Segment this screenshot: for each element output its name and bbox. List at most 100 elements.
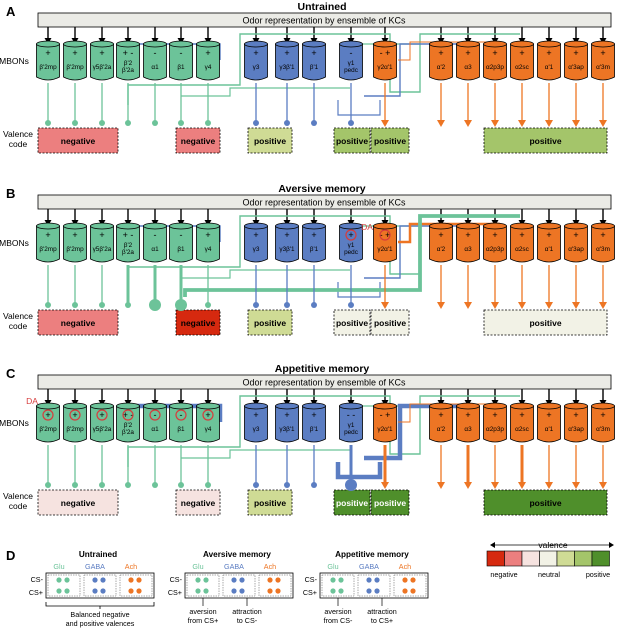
mbon-13: +α3 [456,40,480,81]
mbon-sign: + [348,230,353,240]
valence-label: code [9,501,28,511]
summary-dot [338,577,344,583]
mbon-cylinder [196,405,220,443]
summary-column: Ach [399,562,411,571]
mbon-top [169,40,193,48]
mbon-name: γ3 [253,426,260,433]
mbon-cylinder [116,405,140,443]
mbon-name: pedc [344,249,359,256]
mbon-cylinder [116,43,140,81]
legend-tick: negative [490,570,517,579]
ach-connection [398,41,500,61]
mbon-top [116,40,140,48]
legend-swatch [504,550,523,567]
mbon-12: +α'2 [429,402,453,443]
dopamine-input-ring [42,409,54,421]
mbon-cylinder [591,43,615,81]
mbon-15: +α2sc [510,402,534,443]
mbon-cylinder [483,225,507,263]
mbon-name: α'3m [596,426,610,433]
mbon-top [169,222,193,230]
mbon-11: - +γ2α'1 [373,222,397,263]
mbon-cylinder [196,225,220,263]
mbon-name: γ2α'1 [377,426,393,433]
glu-terminal [205,120,211,126]
mbon-sign: + [600,410,605,420]
summary-dot [410,577,416,583]
mbon-top [302,222,326,230]
mbon-15: +α2sc [510,222,534,263]
mbon-name: α3 [464,64,472,71]
mbon-top [537,222,561,230]
mbon-0: +β'2mp [36,402,60,443]
mbon-top [143,40,167,48]
glu-terminal [72,302,78,308]
ach-arrowhead [599,302,607,309]
mbon-top [275,402,299,410]
mbon-name: α'2 [437,246,446,253]
kc-box [37,194,612,210]
mbon-12: +α'2 [429,40,453,81]
mbon-6: + γ4 [196,40,220,81]
mbon-name: pedc [344,67,359,74]
valence-box-label: positive [254,498,286,508]
mbon-sign: - [180,48,183,58]
valence-box-label: positive [374,136,406,146]
mbon-name: γ5β'2a [93,246,112,253]
summary-cell [357,574,391,597]
summary-column: Glu [192,562,203,571]
ach-arrowhead [572,120,580,127]
mbon-14: +α2p3p [483,222,507,263]
summary-dot [100,577,106,583]
mbon-8: +γ3β'1 [275,222,299,263]
ach-arrowhead [491,302,499,309]
panel-title: Appetitive memory [275,363,370,375]
valence-box-label: positive [529,498,561,508]
panel-title: Aversive memory [278,183,365,195]
summary-dot [402,588,408,594]
mbon-name: α'1 [545,426,554,433]
ach-arrowhead [381,120,389,127]
mbon-name: γ2α'1 [377,64,393,71]
mbon-top [373,40,397,48]
mbon-top [275,222,299,230]
panel-title: Untrained [297,1,346,13]
mbon-name: γ3β'1 [279,64,295,71]
mbon-sign: + - [123,230,134,240]
mbon-name: α'3ap [568,64,584,71]
ach-arrowhead [491,120,499,127]
mbon-name: α'3ap [568,426,584,433]
mbon-11: - +γ2α'1 [373,40,397,81]
valence-box-label: negative [181,318,216,328]
mbon-sign: + [205,48,210,58]
mbon-sign: + [72,230,77,240]
mbon-sign: + [99,410,104,420]
mbon-4: -α1 [143,402,167,443]
mbon-sign: + - [123,410,134,420]
da-label: DA [26,396,38,406]
valence-box-label: positive [336,498,368,508]
mbon-name: α2p3p [486,64,504,71]
glu-terminal [178,482,184,488]
summary-cell [186,574,220,597]
summary-column: Glu [53,562,64,571]
mbon-cylinder [510,225,534,263]
mbon-cylinder [275,43,299,81]
ach-arrowhead [464,120,472,127]
mbon-15: +α2sc [510,40,534,81]
valence-box-label: positive [336,136,368,146]
mbon-cylinder [564,225,588,263]
summary-caption: from CS+ [188,616,219,625]
mbon-1: +β'2mp [63,402,87,443]
summary-caption: to CS- [237,616,258,625]
valence-box-label: positive [254,318,286,328]
mbon-sign: - [154,410,157,420]
summary-column: Ach [125,562,137,571]
mbon-cylinder [564,405,588,443]
mbon-name: γ4 [205,64,212,71]
mbon-top [373,402,397,410]
glu-terminal [99,302,105,308]
valence-box-label: positive [336,318,368,328]
